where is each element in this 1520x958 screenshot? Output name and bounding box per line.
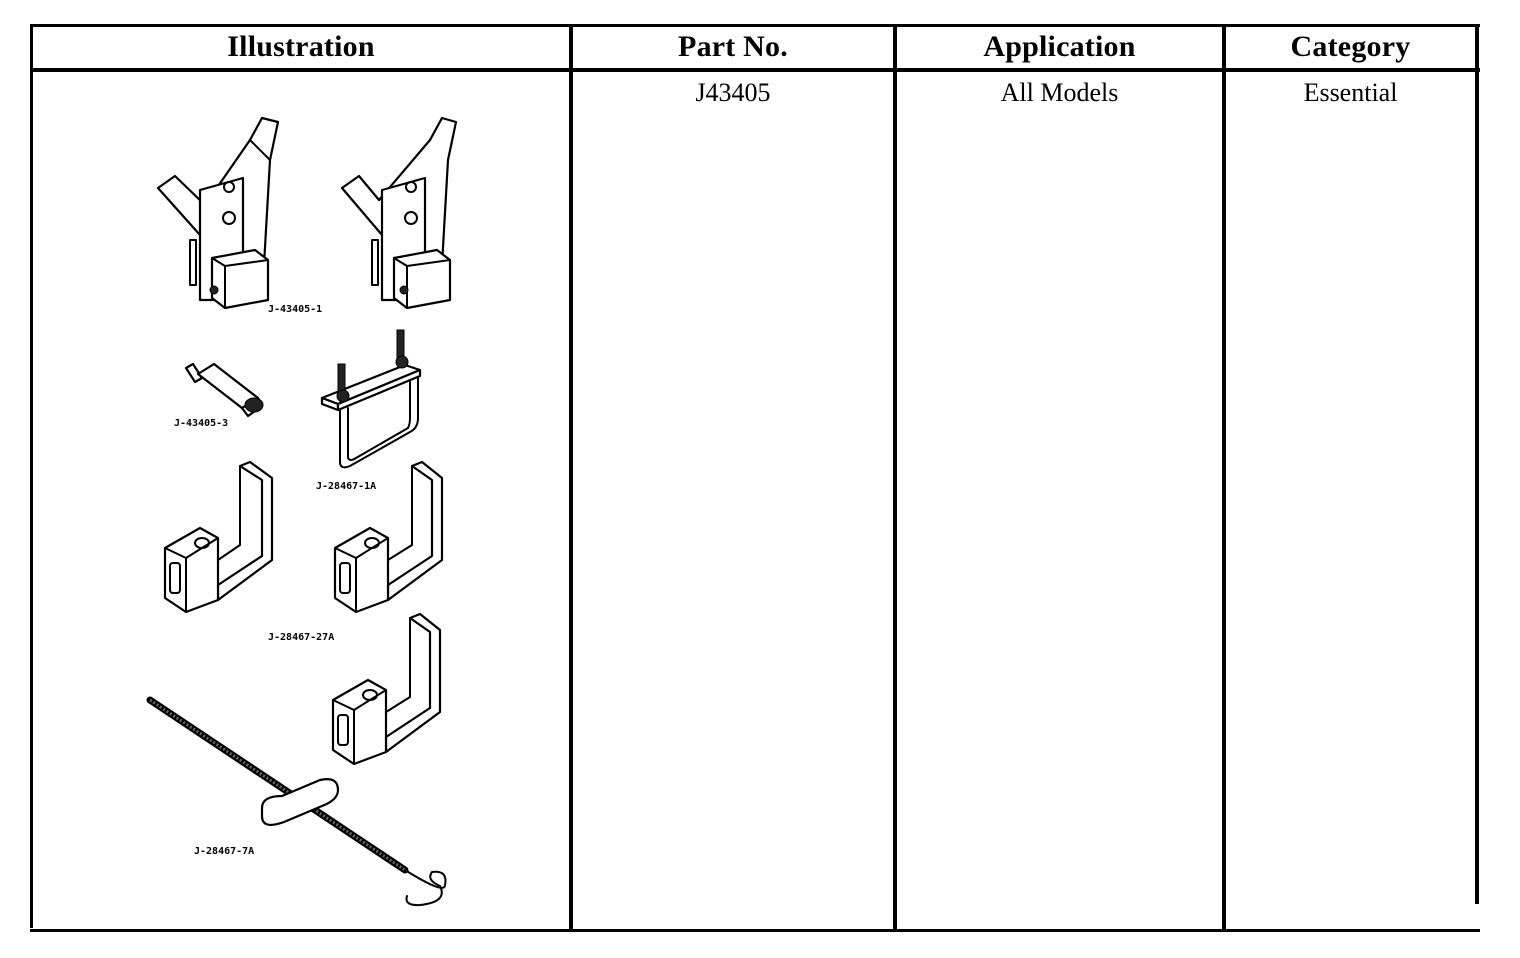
table-top-border	[30, 24, 1480, 27]
bracket-right-drawing	[340, 116, 458, 310]
table-left-border	[30, 24, 33, 928]
column-divider-3	[1222, 24, 1226, 931]
bracket-left-drawing	[156, 116, 280, 310]
header-application-label: Application	[983, 30, 1136, 63]
header-bottom-border	[30, 68, 1480, 72]
rod-drawing	[146, 696, 447, 907]
label-spacer: J-43405-3	[174, 418, 228, 429]
hook-right-drawing	[333, 460, 444, 614]
label-hooks: J-28467-27A	[268, 632, 334, 643]
table-bottom-border	[30, 929, 1480, 932]
cell-part-no: J43405	[695, 78, 771, 107]
spacer-drawing	[184, 362, 264, 418]
cell-category: Essential	[1303, 78, 1398, 107]
cell-application: All Models	[1000, 78, 1119, 107]
hook-lower-drawing	[331, 612, 442, 766]
hook-left-drawing	[163, 460, 274, 614]
header-application: Application	[897, 26, 1222, 68]
table-right-border	[1475, 24, 1479, 904]
header-part-no-label: Part No.	[678, 30, 788, 63]
header-category: Category	[1226, 26, 1475, 68]
u-bolt-drawing	[320, 329, 422, 469]
tool-illustration: J-43405-1 J-43405-3 J-28467-1A	[146, 116, 458, 907]
header-illustration-label: Illustration	[227, 30, 375, 63]
header-illustration: Illustration	[33, 26, 569, 68]
column-divider-2	[893, 24, 897, 931]
column-divider-1	[569, 24, 573, 931]
label-u-bolt: J-28467-1A	[316, 481, 376, 492]
header-part-no: Part No.	[573, 26, 893, 68]
header-category-label: Category	[1290, 30, 1411, 63]
label-rod: J-28467-7A	[194, 846, 254, 857]
label-bracket: J-43405-1	[268, 304, 322, 315]
